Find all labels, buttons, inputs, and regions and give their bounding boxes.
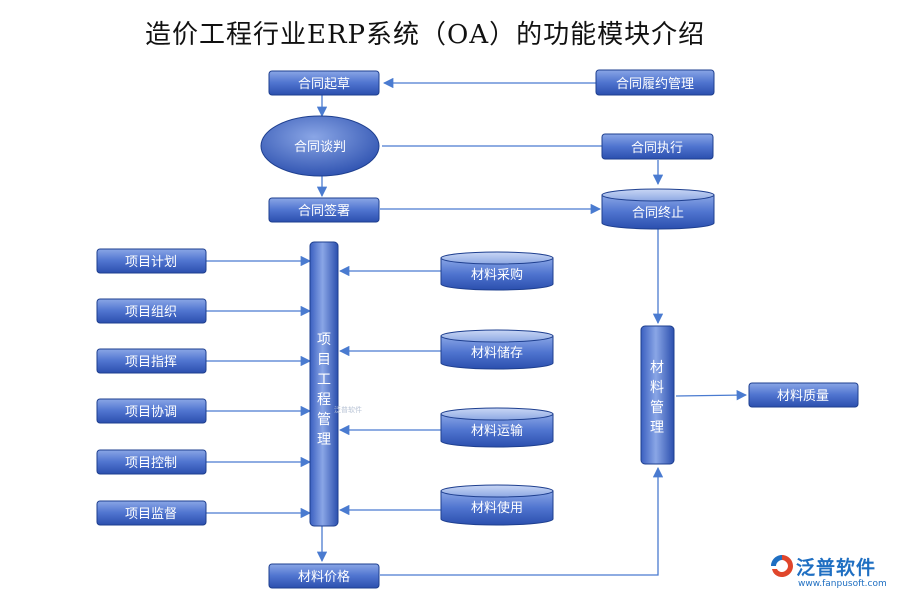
svg-text:材料运输: 材料运输 xyxy=(471,423,523,439)
node-contract-termination: 合同终止 xyxy=(601,188,715,230)
svg-text:材料质量: 材料质量 xyxy=(777,389,829,404)
node-project-org: 项目组织 xyxy=(96,298,207,324)
node-contract-draft: 合同起草 xyxy=(268,70,380,96)
arrow-price-to-material-mgmt xyxy=(380,466,664,576)
svg-text:合同履约管理: 合同履约管理 xyxy=(616,77,694,92)
node-material-use: 材料使用 xyxy=(440,484,554,526)
node-project-plan: 项目计划 xyxy=(96,248,207,274)
logo-url: www.fanpusoft.com xyxy=(798,579,887,589)
svg-text:项目控制: 项目控制 xyxy=(125,456,177,471)
svg-text:项目指挥: 项目指挥 xyxy=(125,355,177,370)
svg-text:材料管理: 材料管理 xyxy=(650,360,664,436)
node-contract-execution: 合同执行 xyxy=(601,133,714,160)
node-material-purchase: 材料采购 xyxy=(440,251,554,291)
svg-text:合同起草: 合同起草 xyxy=(298,77,350,92)
page-title: 造价工程行业ERP系统（OA）的功能模块介绍 xyxy=(145,20,706,50)
node-project-supervision: 项目监督 xyxy=(96,500,207,526)
node-material-storage: 材料储存 xyxy=(440,329,554,370)
svg-text:合同谈判: 合同谈判 xyxy=(294,140,346,155)
node-material-mgmt: 材料管理 xyxy=(640,325,675,465)
svg-text:材料采购: 材料采购 xyxy=(471,267,523,283)
svg-text:项目工程管理: 项目工程管理 xyxy=(317,332,331,448)
svg-text:合同签署: 合同签署 xyxy=(298,203,350,219)
node-contract-fulfillment: 合同履约管理 xyxy=(595,69,715,96)
node-contract-signing: 合同签署 xyxy=(268,197,380,223)
svg-text:项目监督: 项目监督 xyxy=(125,507,177,522)
node-project-engineering-mgmt: 项目工程管理 xyxy=(309,241,339,527)
svg-text:材料使用: 材料使用 xyxy=(471,500,523,516)
connectors xyxy=(206,77,748,576)
svg-text:项目组织: 项目组织 xyxy=(125,305,177,320)
logo-name: 泛普软件 xyxy=(796,557,877,579)
node-material-price: 材料价格 xyxy=(268,563,380,589)
node-project-coord: 项目协调 xyxy=(96,398,207,424)
svg-text:材料价格: 材料价格 xyxy=(298,569,350,585)
svg-text:合同终止: 合同终止 xyxy=(632,205,684,221)
logo-icon xyxy=(771,555,793,577)
svg-text:材料储存: 材料储存 xyxy=(471,346,523,361)
node-project-command: 项目指挥 xyxy=(96,348,207,374)
svg-text:项目计划: 项目计划 xyxy=(125,255,177,270)
watermark: 泛普软件 xyxy=(334,406,362,414)
node-material-quality: 材料质量 xyxy=(748,382,859,408)
node-contract-negotiation: 合同谈判 xyxy=(260,115,380,177)
arrow-material-mgmt-to-quality xyxy=(675,389,748,401)
svg-text:项目协调: 项目协调 xyxy=(125,405,177,420)
brand-logo: 泛普软件 www.fanpusoft.com xyxy=(768,552,898,598)
svg-text:合同执行: 合同执行 xyxy=(631,141,683,156)
node-project-control: 项目控制 xyxy=(96,449,207,475)
node-material-transport: 材料运输 xyxy=(440,407,554,448)
